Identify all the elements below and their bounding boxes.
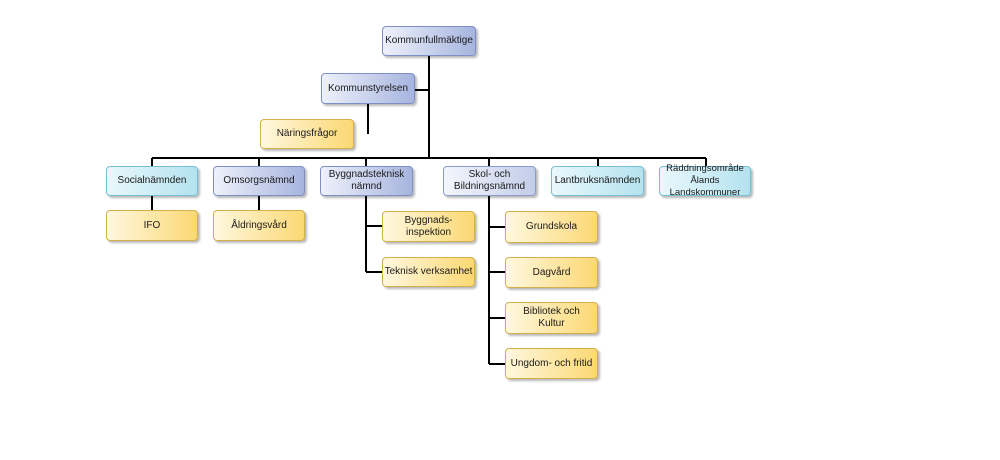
node-kommunstyrelsen: Kommunstyrelsen xyxy=(321,73,415,104)
node-bibliotek-och-kultur: Bibliotek och Kultur xyxy=(505,302,598,334)
node-ifo: IFO xyxy=(106,210,198,241)
node-ungdom-och-fritid: Ungdom- och fritid xyxy=(505,348,598,379)
node-grundskola: Grundskola xyxy=(505,211,598,243)
node-socialnamnden: Socialnämnden xyxy=(106,166,198,196)
node-kommunfullmaktige: Kommunfullmäktige xyxy=(382,26,476,56)
node-teknisk-verksamhet: Teknisk verksamhet xyxy=(382,257,475,287)
node-skol-och-bildningsnamnd: Skol- och Bildningsnämnd xyxy=(443,166,536,196)
node-dagvard: Dagvård xyxy=(505,257,598,288)
node-omsorgsnamnd: Omsorgsnämnd xyxy=(213,166,305,196)
node-aldringsvard: Åldringsvård xyxy=(213,210,305,241)
node-lantbruksnamnden: Lantbruksnämnden xyxy=(551,166,644,196)
node-raddningsomrade: Räddningsområde Ålands Landskommuner xyxy=(659,163,751,198)
node-byggnadsinspektion: Byggnads- inspektion xyxy=(382,211,475,242)
node-naringsfragor: Näringsfrågor xyxy=(260,119,354,149)
node-byggnadsteknisk-namnd: Byggnadsteknisk nämnd xyxy=(320,166,413,196)
